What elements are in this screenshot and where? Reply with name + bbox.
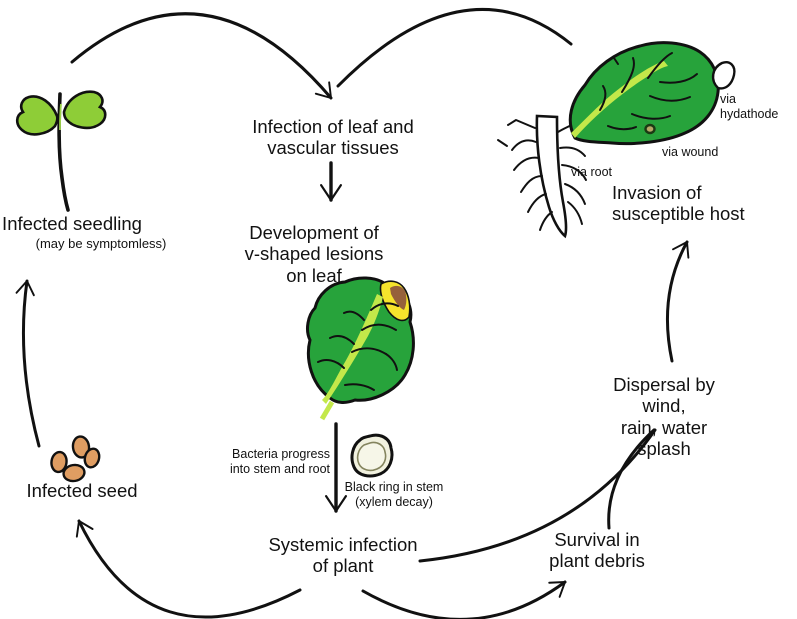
lesion-leaf-petiole xyxy=(319,400,335,421)
seedling-stem-highlight xyxy=(59,103,62,131)
node-systemic-infection: Systemic infection of plant xyxy=(268,534,418,577)
cycle-arrows xyxy=(15,7,690,619)
annotation-bacteria-progress: Bacteria progress into stem and root xyxy=(229,447,330,476)
seed-3 xyxy=(83,447,101,469)
arrow-seed-to-seedling xyxy=(15,279,41,448)
arrow-systemic-to-seed xyxy=(75,519,302,619)
seed-4 xyxy=(62,463,86,483)
node-invasion-host: Invasion of susceptible host xyxy=(612,182,745,225)
node-survival-debris: Survival in plant debris xyxy=(549,529,645,572)
annotation-black-ring: Black ring in stem (xylem decay) xyxy=(344,480,444,509)
node-infected-seed: Infected seed xyxy=(26,480,138,501)
annotation-via-wound: via wound xyxy=(662,145,719,159)
seedling-cotyledon-left xyxy=(15,95,59,136)
arrow-survival-to-dispersal xyxy=(607,428,656,530)
lesion-leaf-illustration xyxy=(306,276,415,421)
v-shaped-lesion-brown xyxy=(390,285,407,310)
host-leaf-veins xyxy=(599,52,698,131)
arrow-invasion-to-infection xyxy=(336,7,573,88)
arrow-systemic-to-dispersal xyxy=(418,428,657,563)
infected-seedling-illustration xyxy=(15,90,107,212)
seed-2 xyxy=(50,450,68,474)
host-leaf-body xyxy=(568,41,720,146)
wound-spot xyxy=(644,123,656,135)
host-leaf-midrib xyxy=(571,61,668,138)
annotation-via-root: via root xyxy=(571,165,612,179)
node-infected-seedling-note: (may be symptomless) xyxy=(35,236,167,251)
arrow-seedling-to-infection xyxy=(70,12,333,100)
stem-cross-section-illustration xyxy=(350,433,394,478)
seedling-cotyledon-right xyxy=(62,90,107,130)
node-development-lesions: Development of v-shaped lesions on leaf xyxy=(244,222,384,286)
seedling-stem xyxy=(57,92,70,212)
host-leaf-illustration xyxy=(568,41,736,146)
hydathode-droplet xyxy=(711,61,736,90)
node-infected-seedling: Infected seedling xyxy=(2,213,142,234)
node-dispersal: Dispersal by wind, rain, water splash xyxy=(613,374,715,460)
infected-seeds-illustration xyxy=(50,435,101,483)
node-infection-of-leaf: Infection of leaf and vascular tissues xyxy=(252,116,414,159)
annotation-via-hydathode: via hydathode xyxy=(720,92,779,121)
lesion-leaf-midrib xyxy=(322,294,383,404)
arrow-systemic-to-survival xyxy=(361,580,567,619)
stem-section-black-ring xyxy=(356,441,387,472)
lesion-leaf-veins xyxy=(317,302,399,391)
arrow-dispersal-to-invasion xyxy=(665,240,690,363)
seed-1 xyxy=(71,435,91,459)
